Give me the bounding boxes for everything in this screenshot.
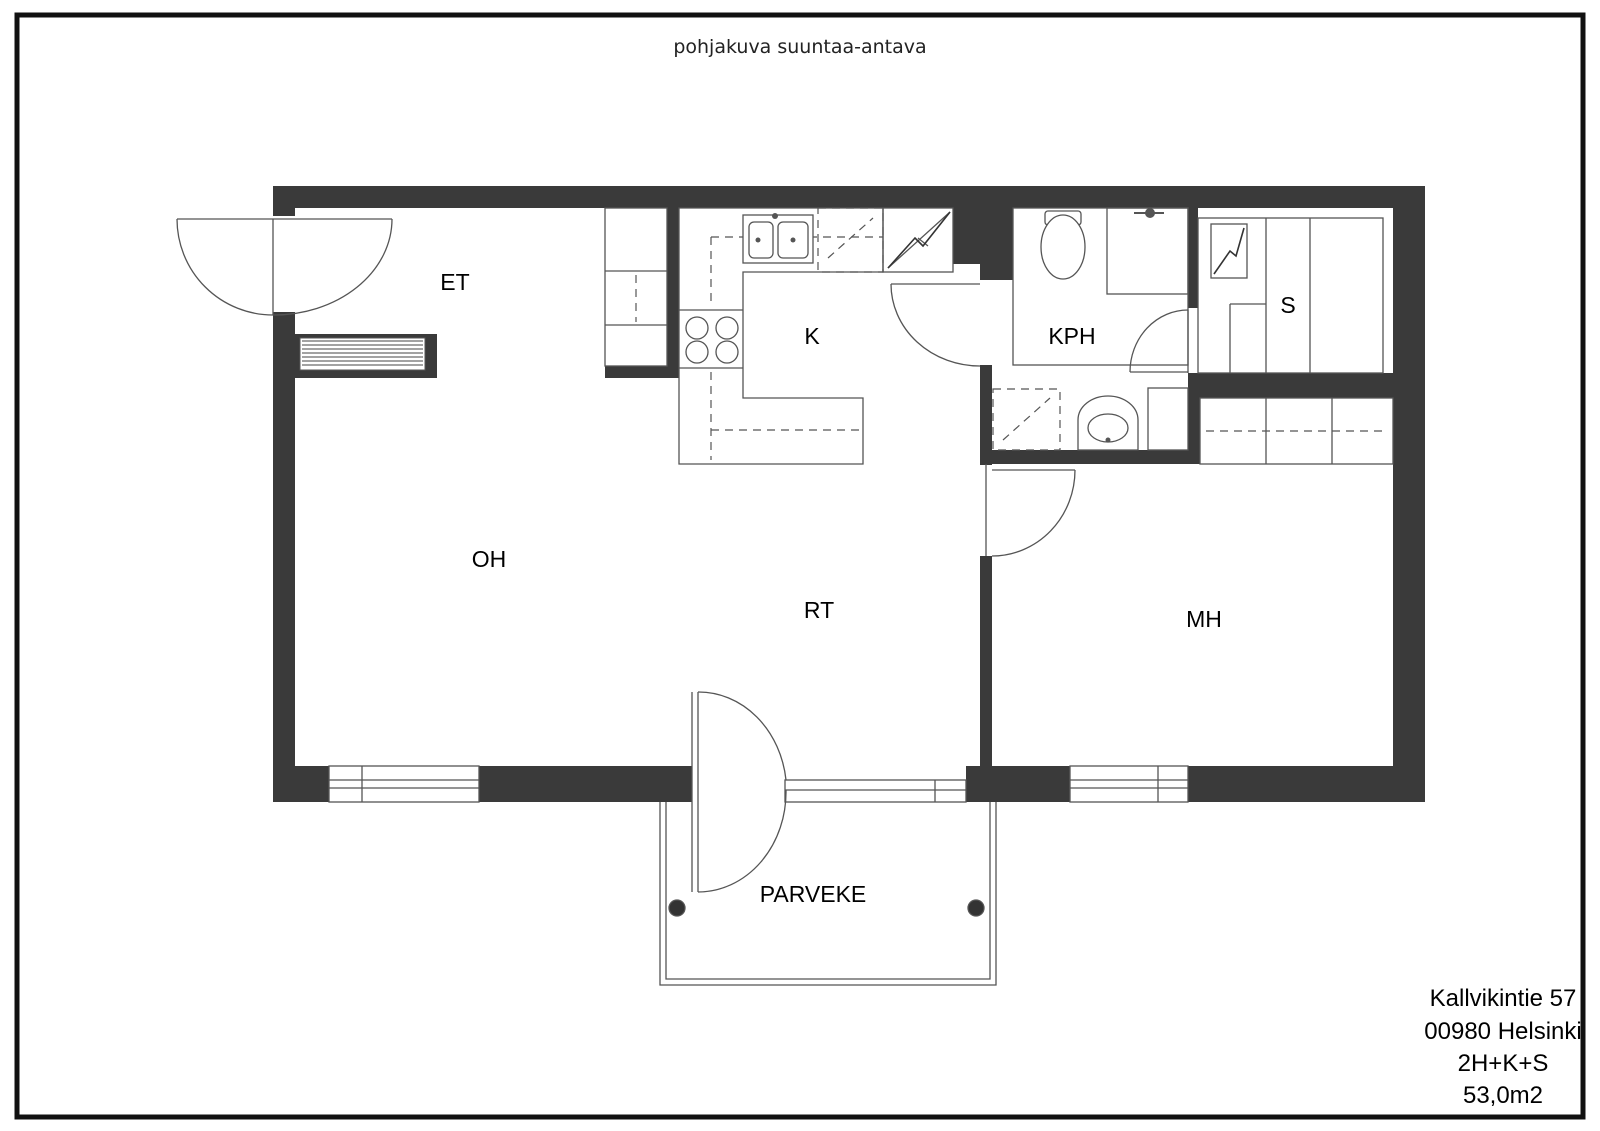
apartment-type: 2H+K+S xyxy=(1458,1050,1549,1077)
balcony-outline xyxy=(659,802,997,986)
entrance-door-icon xyxy=(176,218,393,316)
radiator-icon xyxy=(302,340,423,366)
mh-door-icon xyxy=(985,464,1076,557)
shower-tap-icon xyxy=(1134,208,1164,218)
wash-basin-icon xyxy=(1077,395,1139,451)
address-city: 00980 Helsinki xyxy=(1424,1018,1581,1045)
balcony-door-icon xyxy=(691,691,787,893)
toilet-icon xyxy=(1040,210,1086,280)
sauna-door-icon xyxy=(1129,309,1189,373)
room-label-oh: OH xyxy=(472,546,507,572)
kitchen-sink-icon xyxy=(742,213,814,264)
room-label-rt: RT xyxy=(804,597,834,623)
apartment-area: 53,0m2 xyxy=(1463,1082,1543,1109)
room-label-et: ET xyxy=(440,269,469,295)
address-street: Kallvikintie 57 xyxy=(1430,985,1577,1012)
room-label-parveke: PARVEKE xyxy=(760,881,867,907)
room-label-kph: KPH xyxy=(1048,323,1095,349)
mh-wardrobe-icon xyxy=(1199,397,1394,465)
page-frame xyxy=(14,12,1586,1120)
sauna-benches-icon xyxy=(1197,217,1384,374)
room-label-s: S xyxy=(1280,292,1295,318)
wardrobe-icon xyxy=(604,207,668,367)
subtitle: pohjakuva suuntaa-antava xyxy=(673,36,926,58)
address-block: Kallvikintie 57 00980 Helsinki 2H+K+S 53… xyxy=(1424,985,1581,1109)
room-label-mh: MH xyxy=(1186,606,1222,632)
windows xyxy=(328,765,1189,803)
room-label-k: K xyxy=(804,323,820,349)
stove-icon xyxy=(685,316,739,364)
bathroom-fixtures xyxy=(992,207,1189,451)
kph-door-icon xyxy=(890,283,981,367)
walls xyxy=(273,186,1425,802)
